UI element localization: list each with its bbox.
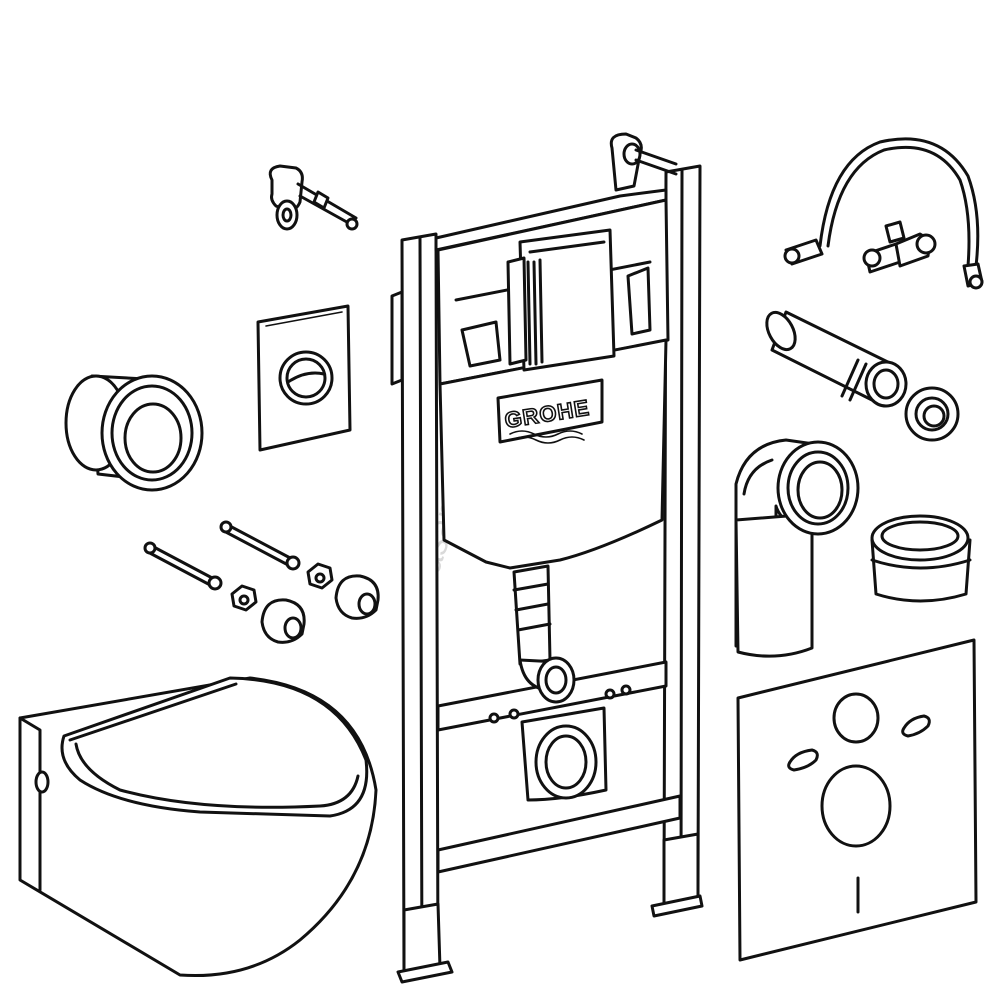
rubber-seal [904, 386, 960, 442]
flush-button[interactable] [278, 350, 334, 406]
flush-plate [256, 304, 352, 452]
flush-pipe [765, 310, 908, 408]
wall-hung-toilet [18, 676, 378, 978]
drain-elbow [734, 438, 860, 658]
cover-caps [260, 574, 380, 644]
cistern: GROHE [436, 198, 670, 802]
water-supply-hose [783, 137, 984, 290]
pipe-connector [870, 514, 972, 603]
drain-sleeve [64, 374, 204, 492]
logo-badge [496, 378, 604, 444]
install-frame [390, 132, 704, 984]
wall-anchor-bolts [268, 164, 359, 231]
angle-valve [862, 220, 937, 274]
mounting-studs [143, 520, 301, 591]
sound-insulation-pad [736, 638, 978, 962]
nuts [230, 562, 334, 612]
